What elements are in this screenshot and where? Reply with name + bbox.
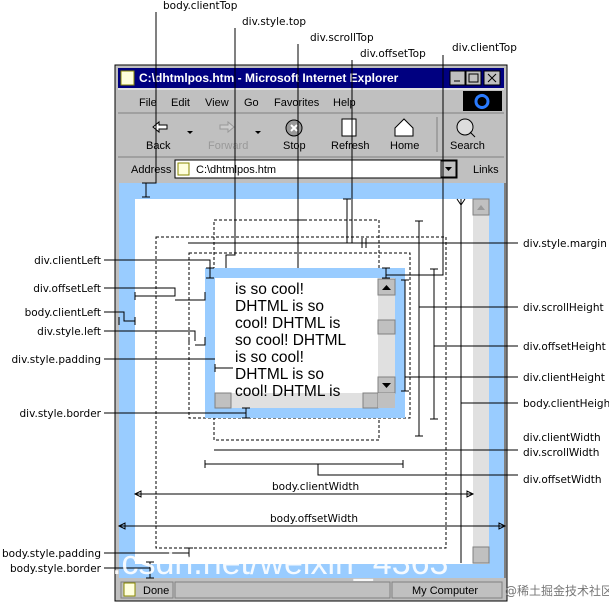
label-div-client-top: div.clientTop (452, 42, 517, 54)
zone-text: My Computer (412, 585, 478, 597)
measurement-lines (104, 12, 518, 579)
search-button[interactable]: Search (450, 118, 485, 152)
watermark-juejin: @稀土掘金技术社区 (505, 583, 609, 598)
svg-text:cool! DHTML is: cool! DHTML is (235, 383, 341, 400)
forward-button[interactable]: Forward (208, 120, 248, 152)
svg-text:C:\dhtmlpos.htm: C:\dhtmlpos.htm (196, 164, 276, 176)
home-button[interactable]: Home (390, 118, 419, 152)
svg-text:Forward: Forward (208, 140, 248, 152)
label-div-client-left: div.clientLeft (34, 255, 101, 267)
div-vertical-scrollbar[interactable] (377, 278, 396, 394)
window-title: C:\dhtmlpos.htm - Microsoft Internet Exp… (139, 71, 399, 85)
svg-text:Refresh: Refresh (331, 140, 370, 152)
label-div-style-border: div.style.border (20, 408, 102, 420)
label-div-client-width: div.clientWidth (523, 432, 601, 444)
label-div-offset-left: div.offsetLeft (33, 283, 101, 295)
div-horizontal-scrollbar[interactable] (214, 392, 395, 409)
label-div-style-left: div.style.left (37, 326, 101, 338)
menu-help[interactable]: Help (333, 97, 356, 109)
ie-logo-icon (463, 91, 502, 111)
menu-go[interactable]: Go (244, 97, 259, 109)
div-text: is so cool! DHTML is so cool! DHTML is s… (235, 281, 346, 400)
label-body-client-width: body.clientWidth (272, 481, 359, 493)
watermark-csdn: .csdn.net/weixin_4363 (112, 544, 448, 582)
back-dropdown-icon[interactable] (187, 131, 193, 134)
minimize-button[interactable] (449, 70, 466, 86)
menu-favorites[interactable]: Favorites (274, 97, 320, 109)
label-div-client-height: div.clientHeight (523, 372, 605, 384)
label-div-scroll-top: div.scrollTop (310, 32, 374, 44)
address-label: Address (131, 164, 172, 176)
menu-view[interactable]: View (205, 97, 229, 109)
label-body-offset-width: body.offsetWidth (270, 513, 358, 525)
address-input[interactable]: C:\dhtmlpos.htm (174, 159, 458, 179)
close-button[interactable] (483, 70, 501, 86)
forward-dropdown-icon[interactable] (255, 131, 261, 134)
label-body-client-left: body.clientLeft (25, 307, 101, 319)
menu-edit[interactable]: Edit (171, 97, 190, 109)
svg-text:Home: Home (390, 140, 419, 152)
body-scroll-area-outline (155, 236, 447, 549)
svg-text:Stop: Stop (283, 140, 306, 152)
svg-text:Back: Back (146, 140, 171, 152)
label-div-scroll-width: div.scrollWidth (523, 447, 599, 459)
done-page-icon (123, 582, 136, 597)
title-bar (118, 68, 504, 88)
svg-text:Search: Search (450, 140, 485, 152)
label-div-style-top: div.style.top (242, 16, 306, 28)
svg-text:DHTML is so: DHTML is so (235, 298, 324, 315)
svg-text:is so cool!: is so cool! (235, 349, 304, 366)
links-label[interactable]: Links (473, 164, 499, 176)
svg-text:so cool! DHTML: so cool! DHTML (235, 332, 346, 349)
body-vertical-scrollbar[interactable] (472, 198, 490, 564)
label-div-style-padding: div.style.padding (11, 354, 101, 366)
label-div-scroll-height: div.scrollHeight (523, 302, 604, 314)
maximize-button[interactable] (465, 70, 482, 86)
label-div-offset-top: div.offsetTop (360, 48, 426, 60)
page-icon (120, 70, 135, 86)
label-body-style-border: body.style.border (10, 563, 102, 575)
status-text: Done (143, 585, 169, 597)
div-client-area (215, 278, 395, 408)
address-dropdown-button[interactable] (440, 160, 457, 178)
menu-file[interactable]: File (139, 97, 157, 109)
label-body-client-top: body.clientTop (163, 0, 238, 12)
label-body-style-padding: body.style.padding (2, 548, 101, 560)
svg-text:DHTML is so: DHTML is so (235, 366, 324, 383)
status-bar: Done My Computer (118, 579, 504, 599)
label-div-style-margin: div.style.margin (523, 238, 607, 250)
label-div-offset-height: div.offsetHeight (523, 341, 606, 353)
svg-text:is so cool!: is so cool! (235, 281, 304, 298)
svg-text:cool! DHTML is: cool! DHTML is (235, 315, 341, 332)
label-div-offset-width: div.offsetWidth (523, 474, 602, 486)
label-body-client-height: body.clientHeight (523, 398, 609, 410)
